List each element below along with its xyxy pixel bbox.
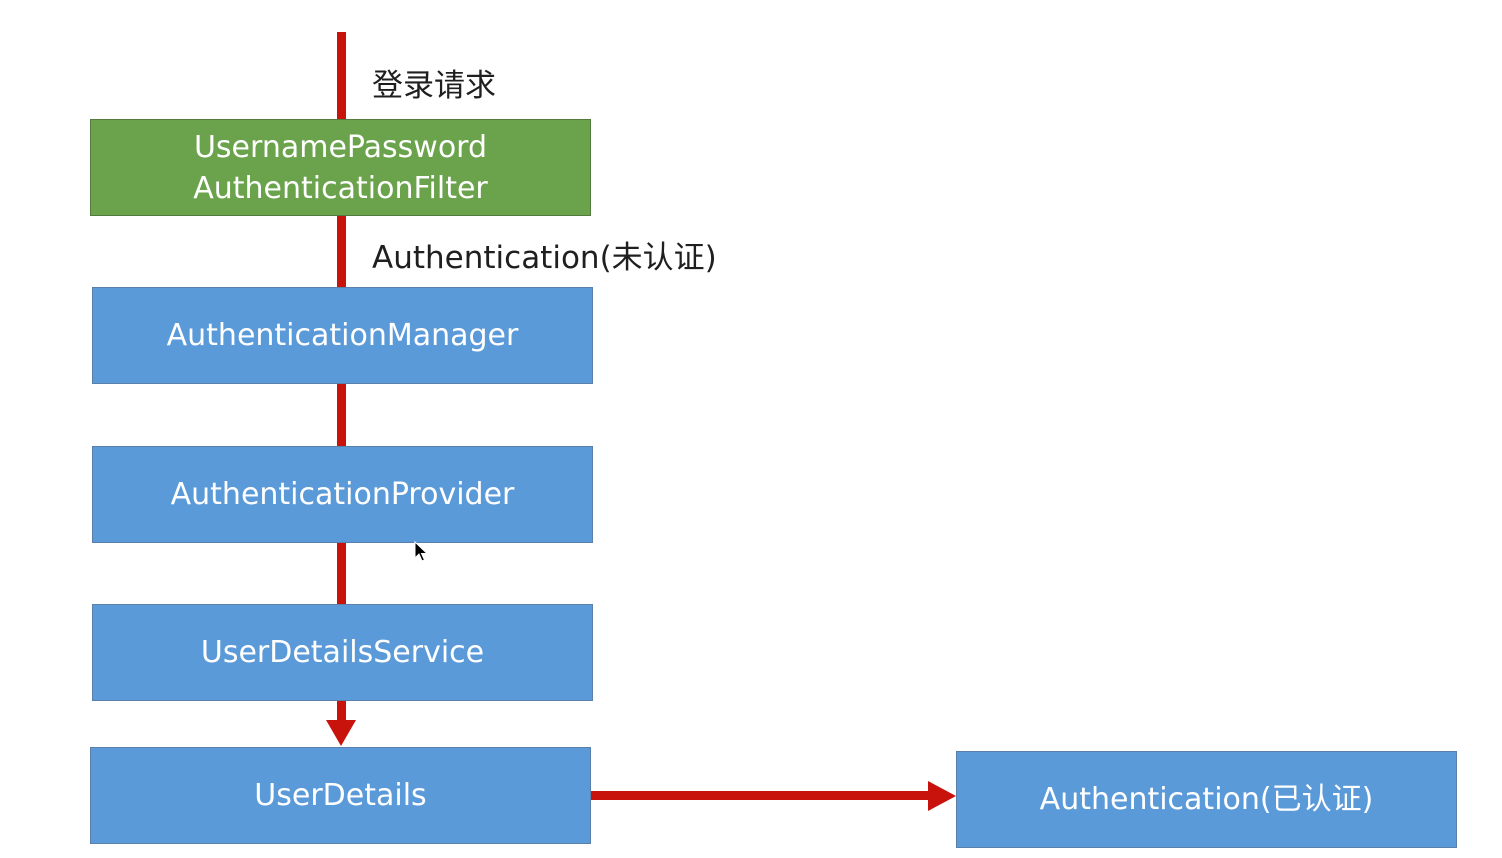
filter-box-line-1: UsernamePassword <box>193 129 488 165</box>
user-details-service-label: UserDetailsService <box>200 635 485 670</box>
arrowhead-right <box>928 781 956 811</box>
authenticated-authentication-label: Authentication(已认证) <box>1039 782 1374 817</box>
filter-box-line-2: AuthenticationFilter <box>193 170 488 206</box>
user-details-box: UserDetails <box>90 747 591 844</box>
user-details-service-box: UserDetailsService <box>92 604 593 701</box>
authenticated-authentication-box: Authentication(已认证) <box>956 751 1457 848</box>
authentication-provider-label: AuthenticationProvider <box>170 477 515 512</box>
arrowhead-down <box>326 720 356 746</box>
user-details-label: UserDetails <box>254 778 427 813</box>
login-request-label: 登录请求 <box>372 68 496 104</box>
mouse-pointer-icon <box>414 541 428 562</box>
authentication-provider-box: AuthenticationProvider <box>92 446 593 543</box>
unauthenticated-label: Authentication(未认证) <box>372 240 717 276</box>
authentication-manager-label: AuthenticationManager <box>166 318 519 353</box>
authentication-manager-box: AuthenticationManager <box>92 287 593 384</box>
flow-line-horizontal <box>590 791 930 800</box>
username-password-authentication-filter-box: UsernamePassword AuthenticationFilter <box>90 119 591 216</box>
